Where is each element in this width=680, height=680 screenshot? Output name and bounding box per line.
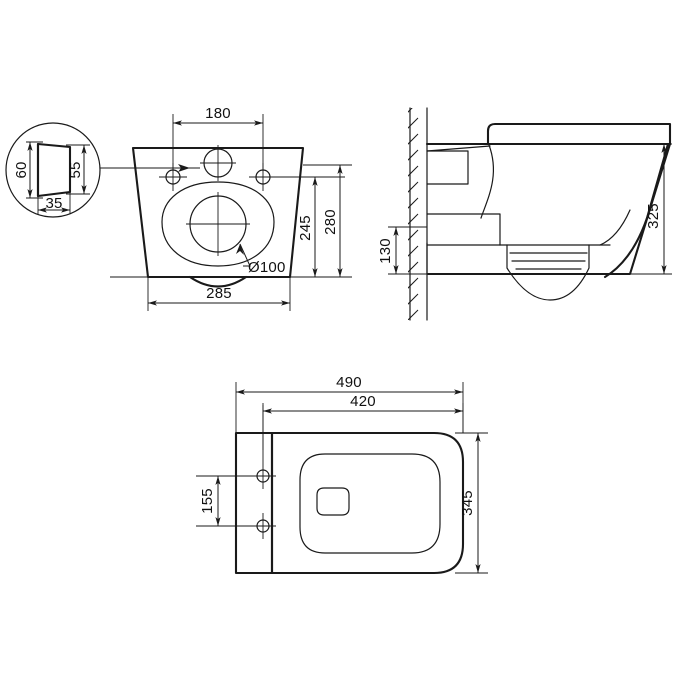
- detail-dim-label-35: 35: [45, 195, 62, 212]
- side-upper-slope: [426, 145, 491, 152]
- rear-view: 180 245 280 285 Ø100: [110, 105, 352, 311]
- side-step-upper: [426, 213, 501, 246]
- rear-bowl-outline: [161, 181, 275, 267]
- rear-dim-label-245: 245: [297, 215, 314, 241]
- side-body-bottom-edge: [426, 142, 672, 276]
- plan-dim-label-345: 345: [459, 490, 476, 516]
- plan-body-outline: [270, 431, 465, 575]
- rear-dim-label-285: 285: [206, 285, 232, 302]
- plan-dim-label-490: 490: [336, 374, 362, 391]
- rear-diameter-leader: [239, 243, 251, 267]
- plan-dim-label-420: 420: [350, 393, 376, 410]
- plan-bowl-outline: [299, 453, 441, 554]
- detail-block-outline: [36, 142, 72, 198]
- side-upper-inner-block: [426, 150, 469, 185]
- side-dim-label-325: 325: [645, 203, 662, 229]
- side-dim-label-130: 130: [377, 238, 394, 264]
- plan-flush-opening: [316, 487, 350, 516]
- side-view: 325 130: [377, 107, 672, 321]
- plan-rear-flange: [234, 431, 274, 575]
- rear-diameter-arrowhead: [236, 244, 244, 255]
- rear-dim-label-180: 180: [205, 105, 231, 122]
- side-bowl-inner-curve: [480, 144, 494, 219]
- rear-dim-label-diameter: Ø100: [248, 259, 286, 276]
- detail-circle-view: 60 55 35: [5, 122, 200, 218]
- plan-view: 490 420 345 155: [196, 374, 488, 575]
- detail-dim-label-55: 55: [67, 161, 84, 178]
- detail-circle-boundary: [5, 122, 101, 218]
- side-lower-outer-arc: [599, 209, 631, 246]
- side-trap-outline: [506, 244, 590, 301]
- detail-circle-content: 60 55 35: [13, 141, 90, 214]
- wall-hatching: [408, 108, 419, 320]
- plan-dim-label-155: 155: [199, 488, 216, 514]
- side-seat-lid: [486, 122, 672, 146]
- rear-dim-label-280: 280: [322, 209, 339, 235]
- rear-bottom-arc: [188, 275, 248, 288]
- detail-leader-arrowhead: [178, 164, 190, 172]
- detail-dim-label-60: 60: [13, 161, 30, 178]
